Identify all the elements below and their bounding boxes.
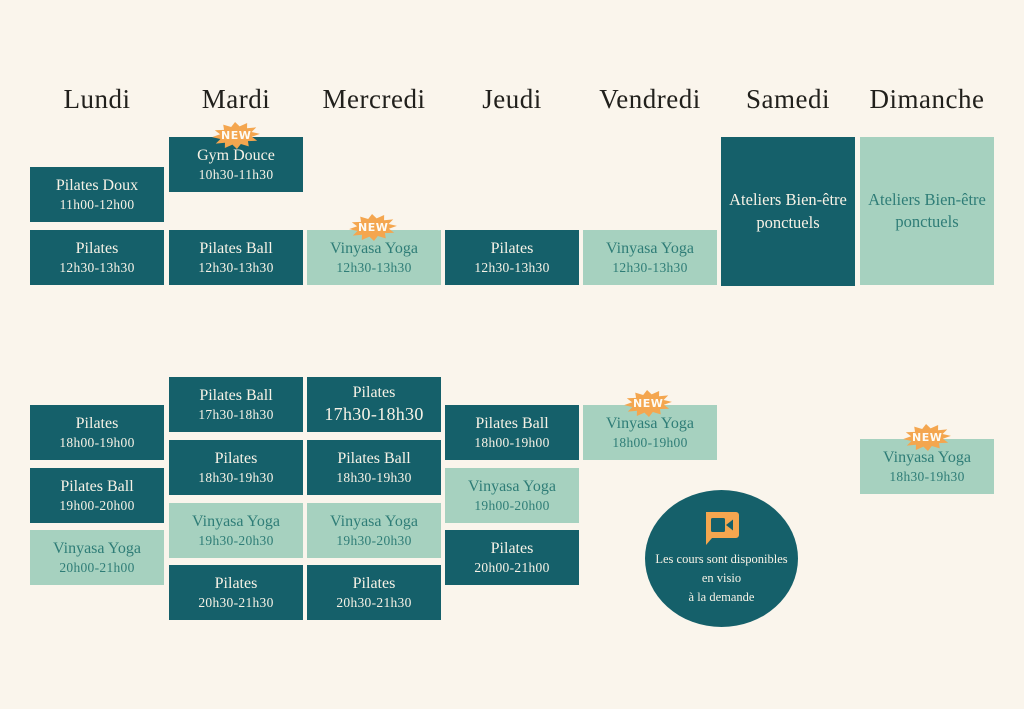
video-chat-icon	[705, 512, 739, 546]
day-header-lundi: Lundi	[63, 84, 131, 114]
class-block: Pilates Ball 18h30-19h30	[307, 440, 441, 495]
class-block: Vinyasa Yoga 19h30-20h30	[169, 503, 303, 558]
class-block: Ateliers Bien-être ponctuels	[721, 137, 855, 286]
class-block: Pilates 18h00-19h00	[30, 405, 164, 460]
class-block: Pilates 20h30-21h30	[307, 565, 441, 620]
class-block: Vinyasa Yoga 19h30-20h30	[307, 503, 441, 558]
class-block: Pilates 12h30-13h30	[30, 230, 164, 285]
day-header-samedi: Samedi	[746, 84, 830, 114]
class-block: Pilates Ball 19h00-20h00	[30, 468, 164, 523]
day-header-vendredi: Vendredi	[599, 84, 701, 114]
class-block: Pilates 12h30-13h30	[445, 230, 579, 285]
class-block: Pilates 18h30-19h30	[169, 440, 303, 495]
class-block: Pilates Ball 12h30-13h30	[169, 230, 303, 285]
class-block: Vinyasa Yoga 12h30-13h30	[583, 230, 717, 285]
visio-note: Les cours sont disponibles en visio à la…	[645, 490, 798, 627]
class-block: Pilates 20h00-21h00	[445, 530, 579, 585]
class-block: Ateliers Bien-être ponctuels	[860, 137, 994, 285]
class-block: Pilates Ball 18h00-19h00	[445, 405, 579, 460]
class-block: Pilates 20h30-21h30	[169, 565, 303, 620]
class-block: Vinyasa Yoga 20h00-21h00	[30, 530, 164, 585]
class-block: Vinyasa Yoga 12h30-13h30	[307, 230, 441, 285]
class-block: Vinyasa Yoga 19h00-20h00	[445, 468, 579, 523]
class-block: Pilates Doux 11h00-12h00	[30, 167, 164, 222]
visio-note-line: à la demande	[688, 589, 755, 604]
class-block: Pilates 17h30-18h30	[307, 377, 441, 432]
day-header-mardi: Mardi	[201, 84, 271, 114]
visio-note-line: Les cours sont disponibles	[655, 552, 788, 567]
day-header-mercredi: Mercredi	[322, 84, 426, 114]
day-header-jeudi: Jeudi	[482, 84, 542, 114]
visio-note-line: en visio	[701, 571, 742, 586]
day-header-dimanche: Dimanche	[869, 84, 985, 114]
class-block: Pilates Ball 17h30-18h30	[169, 377, 303, 432]
